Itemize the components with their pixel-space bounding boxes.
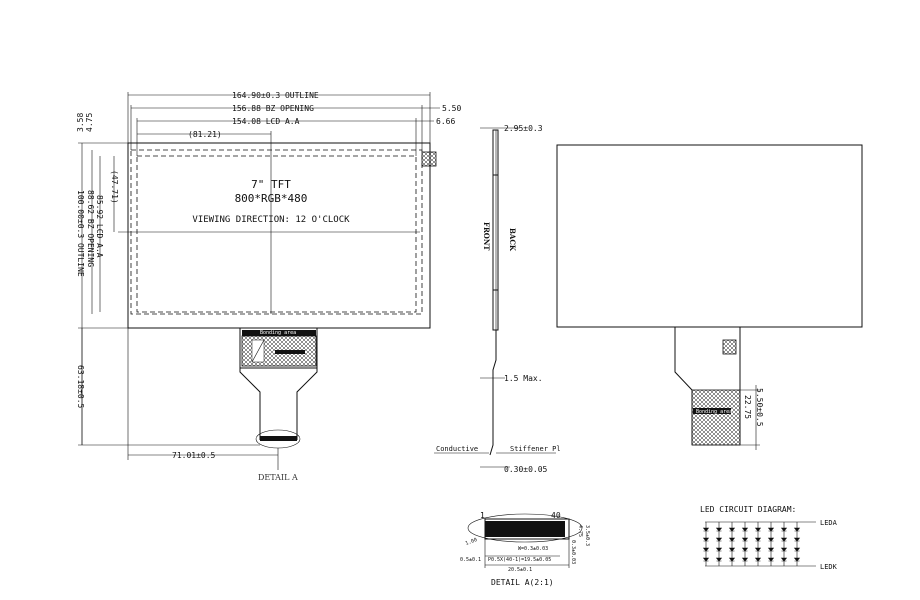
led-diode — [741, 557, 749, 562]
detail-w-label: W=0.3±0.03 — [518, 546, 548, 552]
back-dim-a: 5.50±0.5 — [755, 388, 764, 427]
viewing-direction: VIEWING DIRECTION: 12 O'CLOCK — [192, 215, 350, 225]
led-diode — [741, 547, 749, 552]
led-cathode-label: LEDK — [820, 563, 838, 571]
side-fpc — [489, 330, 497, 456]
dim-bz-width: 156.88 BZ OPENING — [232, 104, 314, 113]
side-view: 2.95±0.3 FRONT BACK 1.5 Max. Conductive … — [434, 124, 561, 474]
detail-pin-last: 40 — [551, 511, 561, 520]
led-diode — [728, 537, 736, 542]
detail-r-label: 1.00 — [465, 537, 478, 547]
led-diode — [702, 547, 710, 552]
detail-a: 1 40 1.00 W=0.3±0.03 P0.5X(40-1)=19.5±0.… — [460, 511, 590, 587]
led-diode — [715, 537, 723, 542]
dim-fpc-offset: 71.01±0.5 — [172, 451, 216, 460]
led-diode — [793, 547, 801, 552]
led-diode — [715, 527, 723, 532]
led-diode — [793, 557, 801, 562]
led-diode — [767, 557, 775, 562]
led-diode — [728, 547, 736, 552]
led-diode — [715, 557, 723, 562]
bonding-area-label: Bonding area — [260, 330, 296, 336]
panel-title: 7" TFT — [251, 178, 291, 191]
led-diode — [754, 557, 762, 562]
led-diode — [767, 547, 775, 552]
led-diode — [702, 557, 710, 562]
led-diode — [715, 547, 723, 552]
led-diode — [702, 537, 710, 542]
dim-center-x: (81.21) — [188, 130, 222, 139]
led-grid — [702, 522, 801, 566]
led-diode — [754, 537, 762, 542]
detail-pitch-label: P0.5X(40-1)=19.5±0.05 — [488, 557, 551, 563]
back-panel — [556, 144, 863, 328]
led-diode — [754, 527, 762, 532]
conductive-label: Conductive — [436, 445, 478, 453]
side-panel — [492, 129, 499, 331]
led-diode — [767, 527, 775, 532]
detail-a-label: DETAIL A — [258, 473, 298, 482]
max-label: 1.5 Max. — [504, 374, 543, 383]
dim-bz-right: 5.50 — [442, 104, 461, 113]
corner-pad — [421, 151, 437, 167]
detail-total-label: 20.5±0.1 — [508, 567, 532, 573]
detail-pin-first: 1 — [480, 511, 485, 520]
detail-d3: 4.75 — [577, 525, 583, 537]
led-diode — [741, 527, 749, 532]
front-view: 7" TFT 800*RGB*480 VIEWING DIRECTION: 12… — [76, 91, 461, 482]
led-anode-label: LEDA — [820, 519, 838, 527]
back-dim-b: 22.75 — [743, 395, 752, 419]
dim-fpc-thickness: 0.30±0.05 — [504, 465, 548, 474]
led-title: LED CIRCUIT DIAGRAM: — [700, 505, 796, 514]
dim-left-top-1: 4.75 — [85, 113, 94, 132]
led-diode — [793, 537, 801, 542]
detail-d2: 0.3±0.03 — [570, 540, 576, 564]
dim-aa-height: 85.92 LCD A.A — [95, 195, 104, 258]
detail-d1: 3.5±0.3 — [584, 525, 590, 546]
fpc-tail — [239, 368, 318, 440]
detail-edge-label: 0.5±0.1 — [460, 557, 481, 563]
led-diode — [728, 557, 736, 562]
back-bonding-label: Bonding area — [696, 409, 732, 415]
dim-bz-height: 88.62 BZ OPENING — [86, 190, 95, 267]
dim-aa-right: 6.66 — [436, 117, 455, 126]
led-diode — [728, 527, 736, 532]
panel-resolution: 800*RGB*480 — [235, 192, 308, 205]
front-outline — [127, 142, 431, 329]
bonding-area — [239, 327, 318, 369]
front-label: FRONT — [482, 222, 491, 251]
detail-contacts — [485, 521, 565, 537]
dim-left-top-2: 3.58 — [76, 113, 85, 132]
led-diode — [780, 547, 788, 552]
lcd-active-area — [136, 155, 417, 313]
dim-thickness: 2.95±0.3 — [504, 124, 543, 133]
led-diode — [767, 537, 775, 542]
detail-caption: DETAIL A(2:1) — [491, 578, 554, 587]
dim-aa-width: 154.08 LCD A.A — [232, 117, 300, 126]
led-diode — [754, 547, 762, 552]
dim-outline-height: 100.00±0.3 OUTLINE — [76, 190, 85, 277]
led-diode — [780, 557, 788, 562]
led-diode — [780, 527, 788, 532]
dim-center-y: (47.71) — [110, 170, 119, 204]
stiffener-label: Stiffener Pl — [510, 445, 561, 453]
led-diode — [741, 537, 749, 542]
back-bonding-area — [691, 389, 741, 446]
led-diode — [793, 527, 801, 532]
led-circuit: LED CIRCUIT DIAGRAM: LEDA LEDK — [700, 505, 838, 571]
led-diode — [780, 537, 788, 542]
back-view: Bonding area 5.50±0.5 22.75 — [556, 144, 863, 450]
back-label: BACK — [508, 228, 517, 252]
dim-fpc-length: 63.18±0.5 — [76, 365, 85, 409]
back-pad — [722, 339, 737, 355]
dim-outline-width: 164.90±0.3 OUTLINE — [232, 91, 319, 100]
led-diode — [702, 527, 710, 532]
